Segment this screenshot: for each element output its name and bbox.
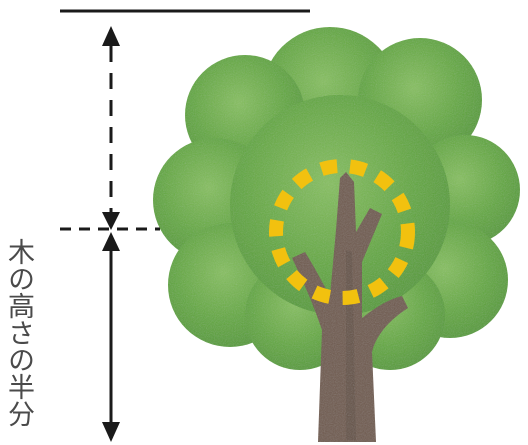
arrow-up-icon [102,232,120,251]
arrow-up-icon [102,26,120,46]
tree-icon [153,27,520,442]
arrow-down-icon [102,422,120,442]
half-height-label: 木の高さの半分 [3,238,33,427]
arrow-down-icon [102,212,120,230]
